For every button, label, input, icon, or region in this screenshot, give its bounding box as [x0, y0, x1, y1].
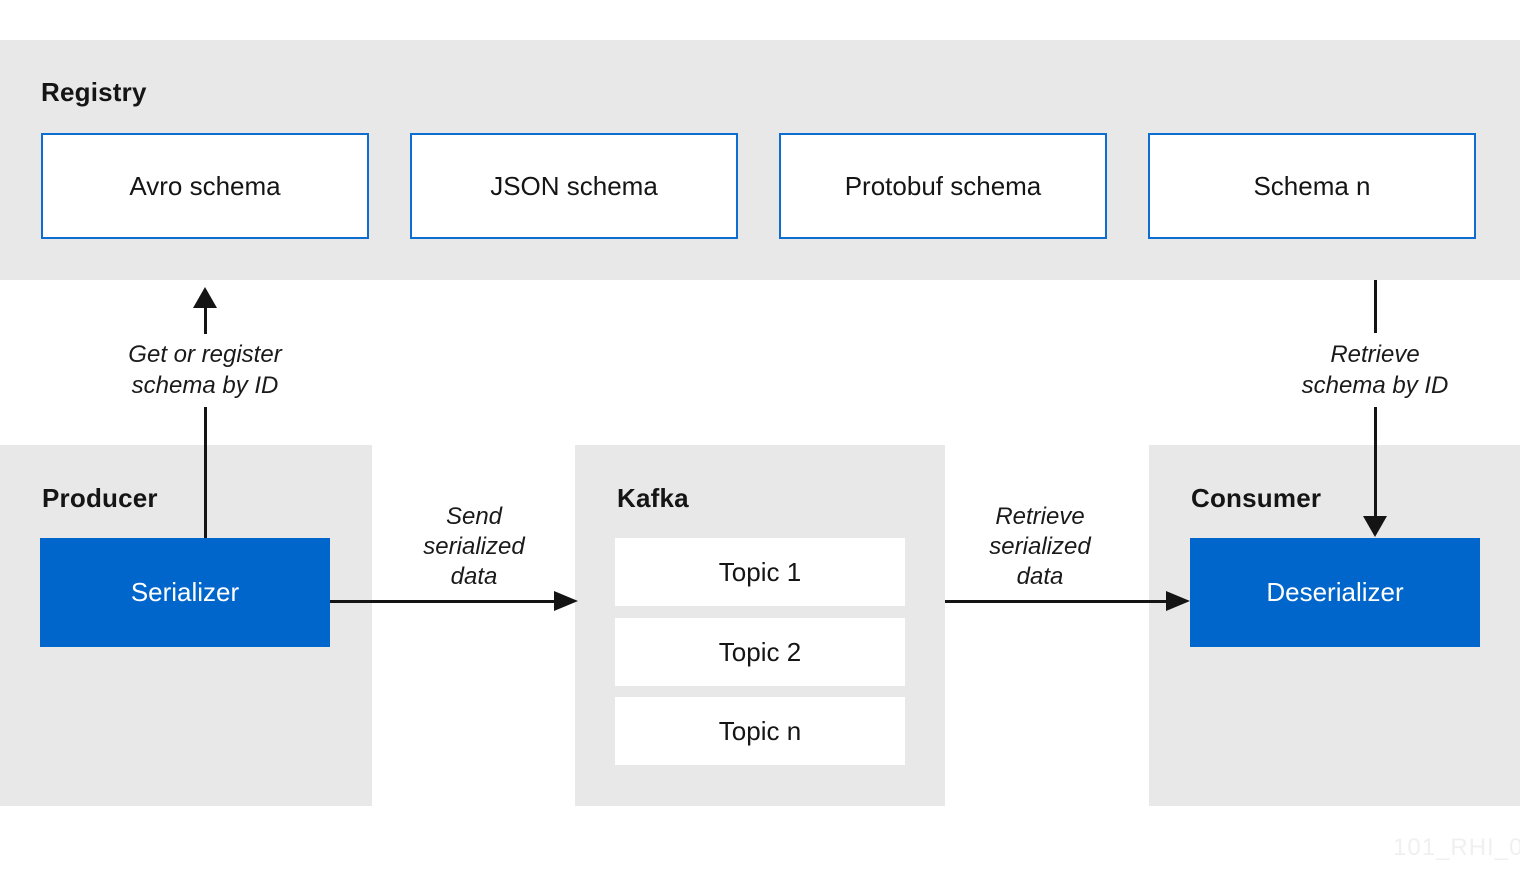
topic-label: Topic n — [718, 715, 802, 746]
arrow-send-line — [330, 600, 555, 603]
schema-box-label: JSON schema — [490, 170, 658, 201]
kafka-title: Kafka — [617, 483, 689, 513]
schema-box-label: Schema n — [1253, 170, 1371, 201]
arrow-down-line-top — [1374, 280, 1377, 333]
deserializer-box: Deserializer — [1190, 538, 1480, 647]
annotation-get-or-register: Get or register schema by ID — [128, 341, 282, 399]
registry-title: Registry — [41, 77, 147, 107]
watermark-label: 101_RHI_0620 — [1393, 834, 1520, 861]
deserializer-label: Deserializer — [1266, 577, 1404, 607]
schema-box-json: JSON schema — [410, 133, 738, 239]
arrow-retrieve-line — [945, 600, 1167, 603]
schema-box-label: Avro schema — [129, 170, 281, 201]
schema-box-avro: Avro schema — [41, 133, 369, 239]
arrow-up-line-bottom — [204, 407, 207, 538]
annotation-retrieve-schema: Retrieve schema by ID — [1301, 341, 1449, 399]
topic-box-n: Topic n — [615, 697, 905, 765]
schema-box-n: Schema n — [1148, 133, 1476, 239]
producer-title: Producer — [42, 483, 158, 513]
topic-box-2: Topic 2 — [615, 618, 905, 686]
consumer-section: Consumer Deserializer — [1149, 445, 1520, 806]
arrow-up-line-top — [204, 306, 207, 334]
annotation-send-serialized-data: Send serialized data — [423, 503, 525, 590]
registry-section: Registry Avro schema JSON schema Protobu… — [0, 40, 1520, 280]
arrow-down-head-icon — [1363, 516, 1387, 537]
topic-box-1: Topic 1 — [615, 538, 905, 606]
schema-box-label: Protobuf schema — [844, 170, 1042, 201]
arrow-retrieve-head-icon — [1166, 591, 1190, 611]
schema-box-protobuf: Protobuf schema — [779, 133, 1107, 239]
consumer-title: Consumer — [1191, 483, 1322, 513]
serializer-label: Serializer — [130, 577, 240, 607]
topic-label: Topic 1 — [718, 556, 802, 587]
topic-label: Topic 2 — [718, 636, 802, 667]
arrow-down-line-bottom — [1374, 407, 1377, 517]
kafka-section: Kafka Topic 1 Topic 2 Topic n — [575, 445, 945, 806]
annotation-retrieve-serialized-data: Retrieve serialized data — [989, 503, 1091, 590]
serializer-box: Serializer — [40, 538, 330, 647]
arrow-up-head-icon — [193, 287, 217, 308]
arrow-send-head-icon — [554, 591, 578, 611]
producer-section: Producer Serializer — [0, 445, 372, 806]
